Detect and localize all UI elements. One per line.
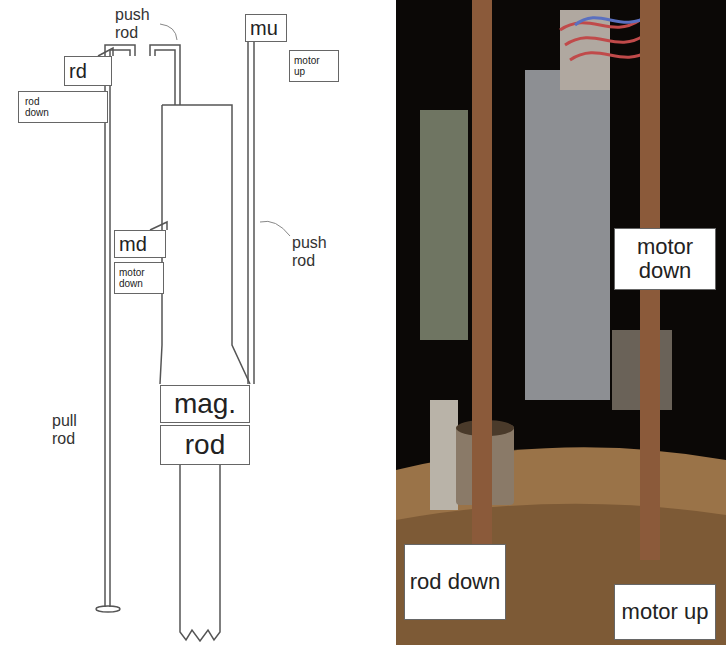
- leader-line: [160, 24, 177, 40]
- photo-ground: [396, 0, 726, 645]
- bracket: [430, 400, 458, 510]
- switch-label: rod down: [18, 91, 108, 123]
- switch-box: md: [114, 230, 166, 258]
- node-text: md: [119, 233, 147, 255]
- photo-callout: rod down: [404, 544, 506, 620]
- switch-label: motor up: [289, 50, 339, 82]
- node-text: rod down: [410, 570, 501, 594]
- push-rod-right: [248, 42, 254, 384]
- switch-lever: [98, 48, 113, 56]
- switch-label: motor down: [114, 262, 164, 294]
- part-label: push rod: [115, 6, 161, 41]
- photo: [396, 0, 726, 645]
- photo-base: [396, 504, 726, 645]
- switch-box: mu: [245, 14, 287, 42]
- magnet-box: mag.: [160, 385, 250, 423]
- node-text: mu: [250, 17, 278, 39]
- switch-lever: [150, 222, 167, 230]
- magnet-body: [160, 105, 250, 384]
- pull-rod-end: [96, 606, 120, 612]
- rod-stem: [180, 465, 220, 641]
- node-text: rd: [69, 60, 87, 82]
- node-text: motor up: [294, 55, 330, 77]
- push-rod-top: [150, 45, 180, 105]
- photo-callout: motor down: [614, 228, 716, 290]
- circuit-board: [420, 110, 468, 340]
- rod-schematic: [96, 24, 290, 641]
- part-label: pull rod: [52, 412, 97, 447]
- leader-line: [260, 221, 290, 236]
- wires: [575, 15, 650, 25]
- node-text: rod: [185, 430, 225, 461]
- node-text: motor down: [619, 235, 711, 283]
- rod: [472, 0, 492, 600]
- metal-plate: [525, 70, 610, 400]
- rod-box: rod: [160, 425, 250, 465]
- node-text: mag.: [174, 389, 236, 420]
- part-label: push rod: [292, 234, 342, 269]
- pull-rod: [105, 45, 135, 607]
- node-text: motor down: [119, 267, 155, 289]
- node-text: rod down: [25, 96, 59, 118]
- wires: [560, 20, 650, 60]
- node-text: motor up: [622, 600, 709, 624]
- switch-box: rd: [64, 56, 112, 86]
- photo-callout: motor up: [614, 584, 716, 640]
